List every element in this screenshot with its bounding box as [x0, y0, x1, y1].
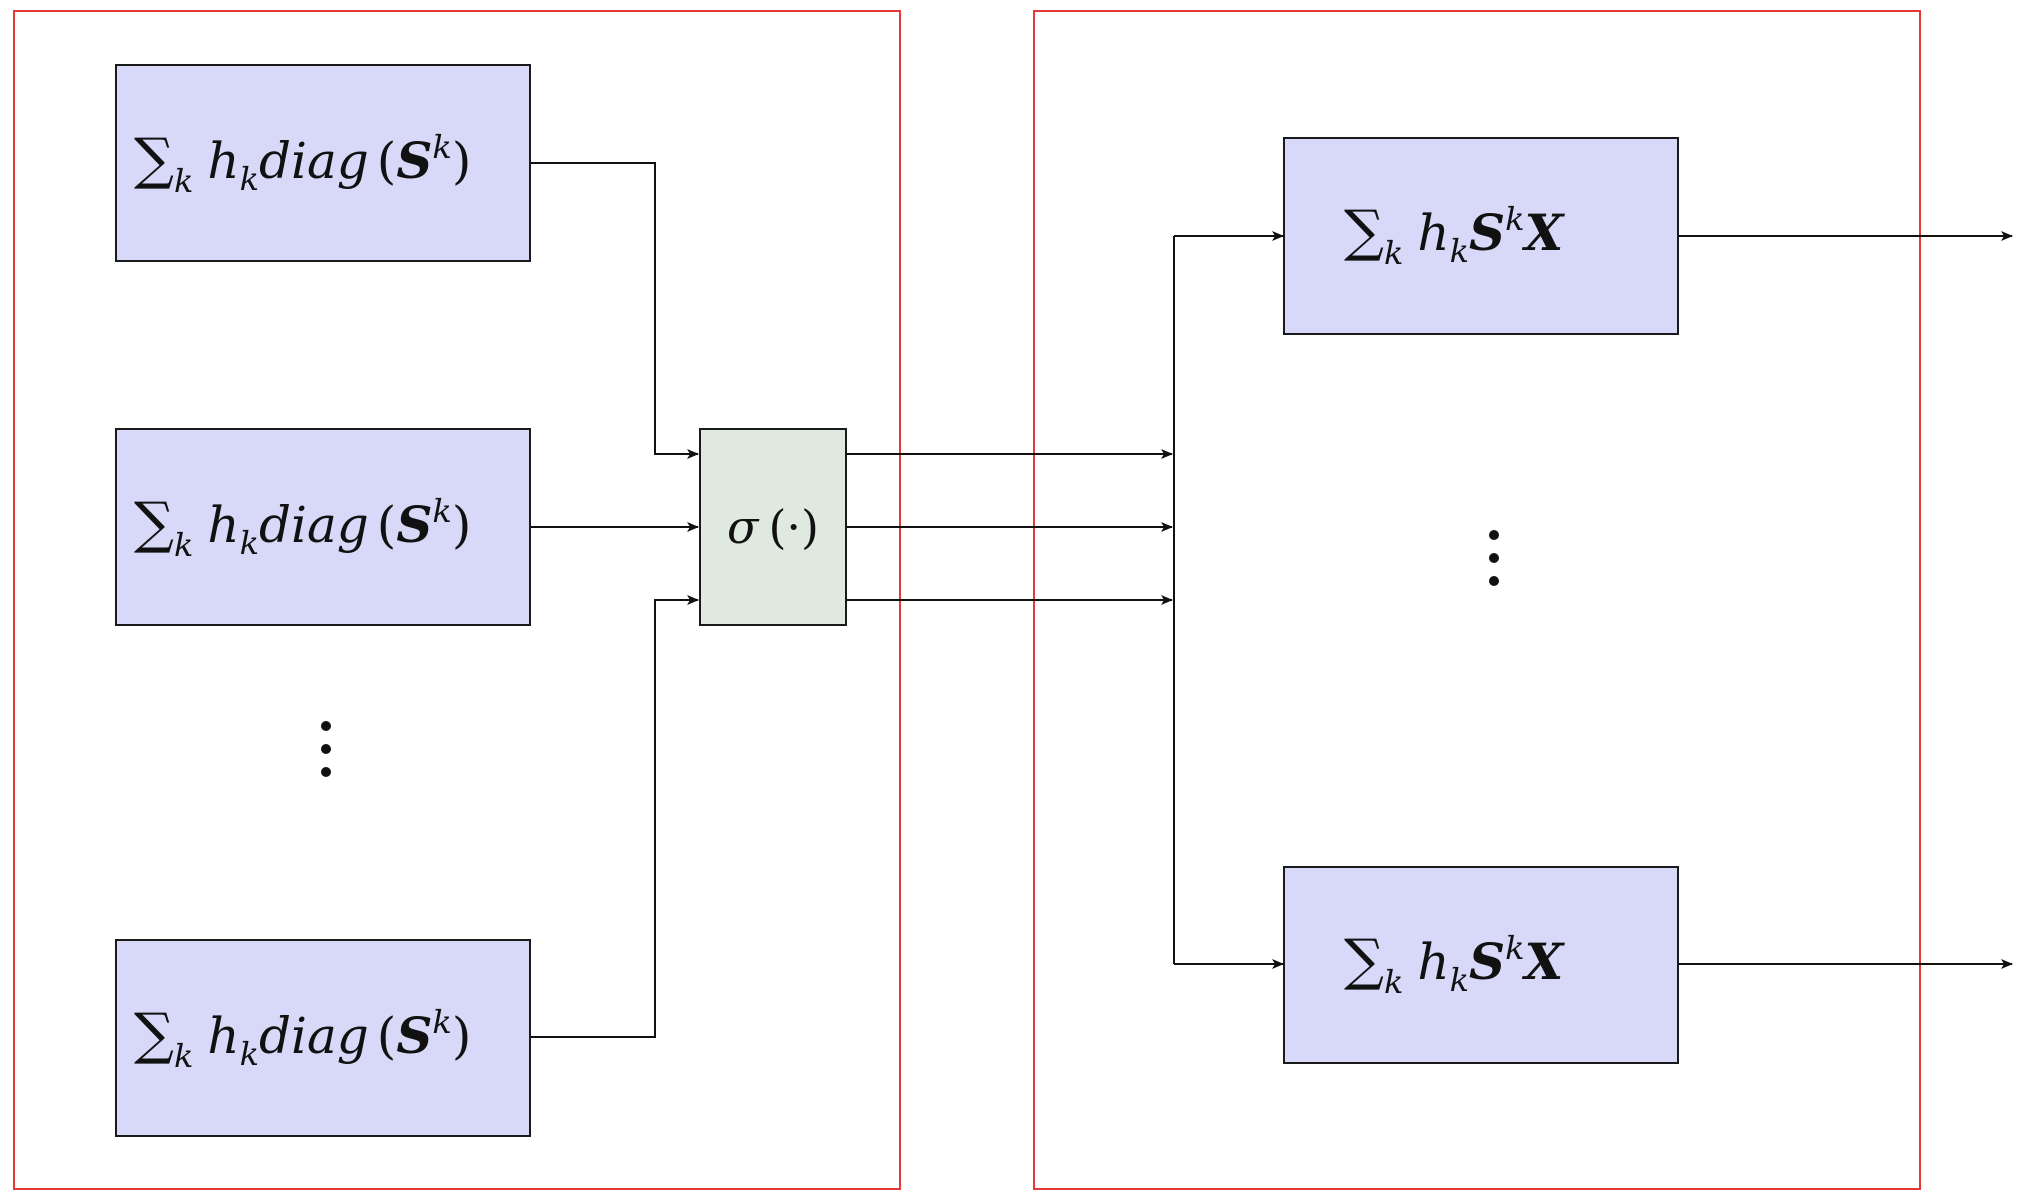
- nonlinearity-node: σ(·): [699, 428, 847, 626]
- left-ellipsis: [321, 721, 331, 777]
- svg-text:σ(·): σ(·): [727, 500, 819, 554]
- right-ellipsis: [1489, 530, 1499, 586]
- wire-top-filter-to-sigma: [531, 162, 699, 459]
- wire-bottom-filter-to-sigma: [531, 595, 699, 1038]
